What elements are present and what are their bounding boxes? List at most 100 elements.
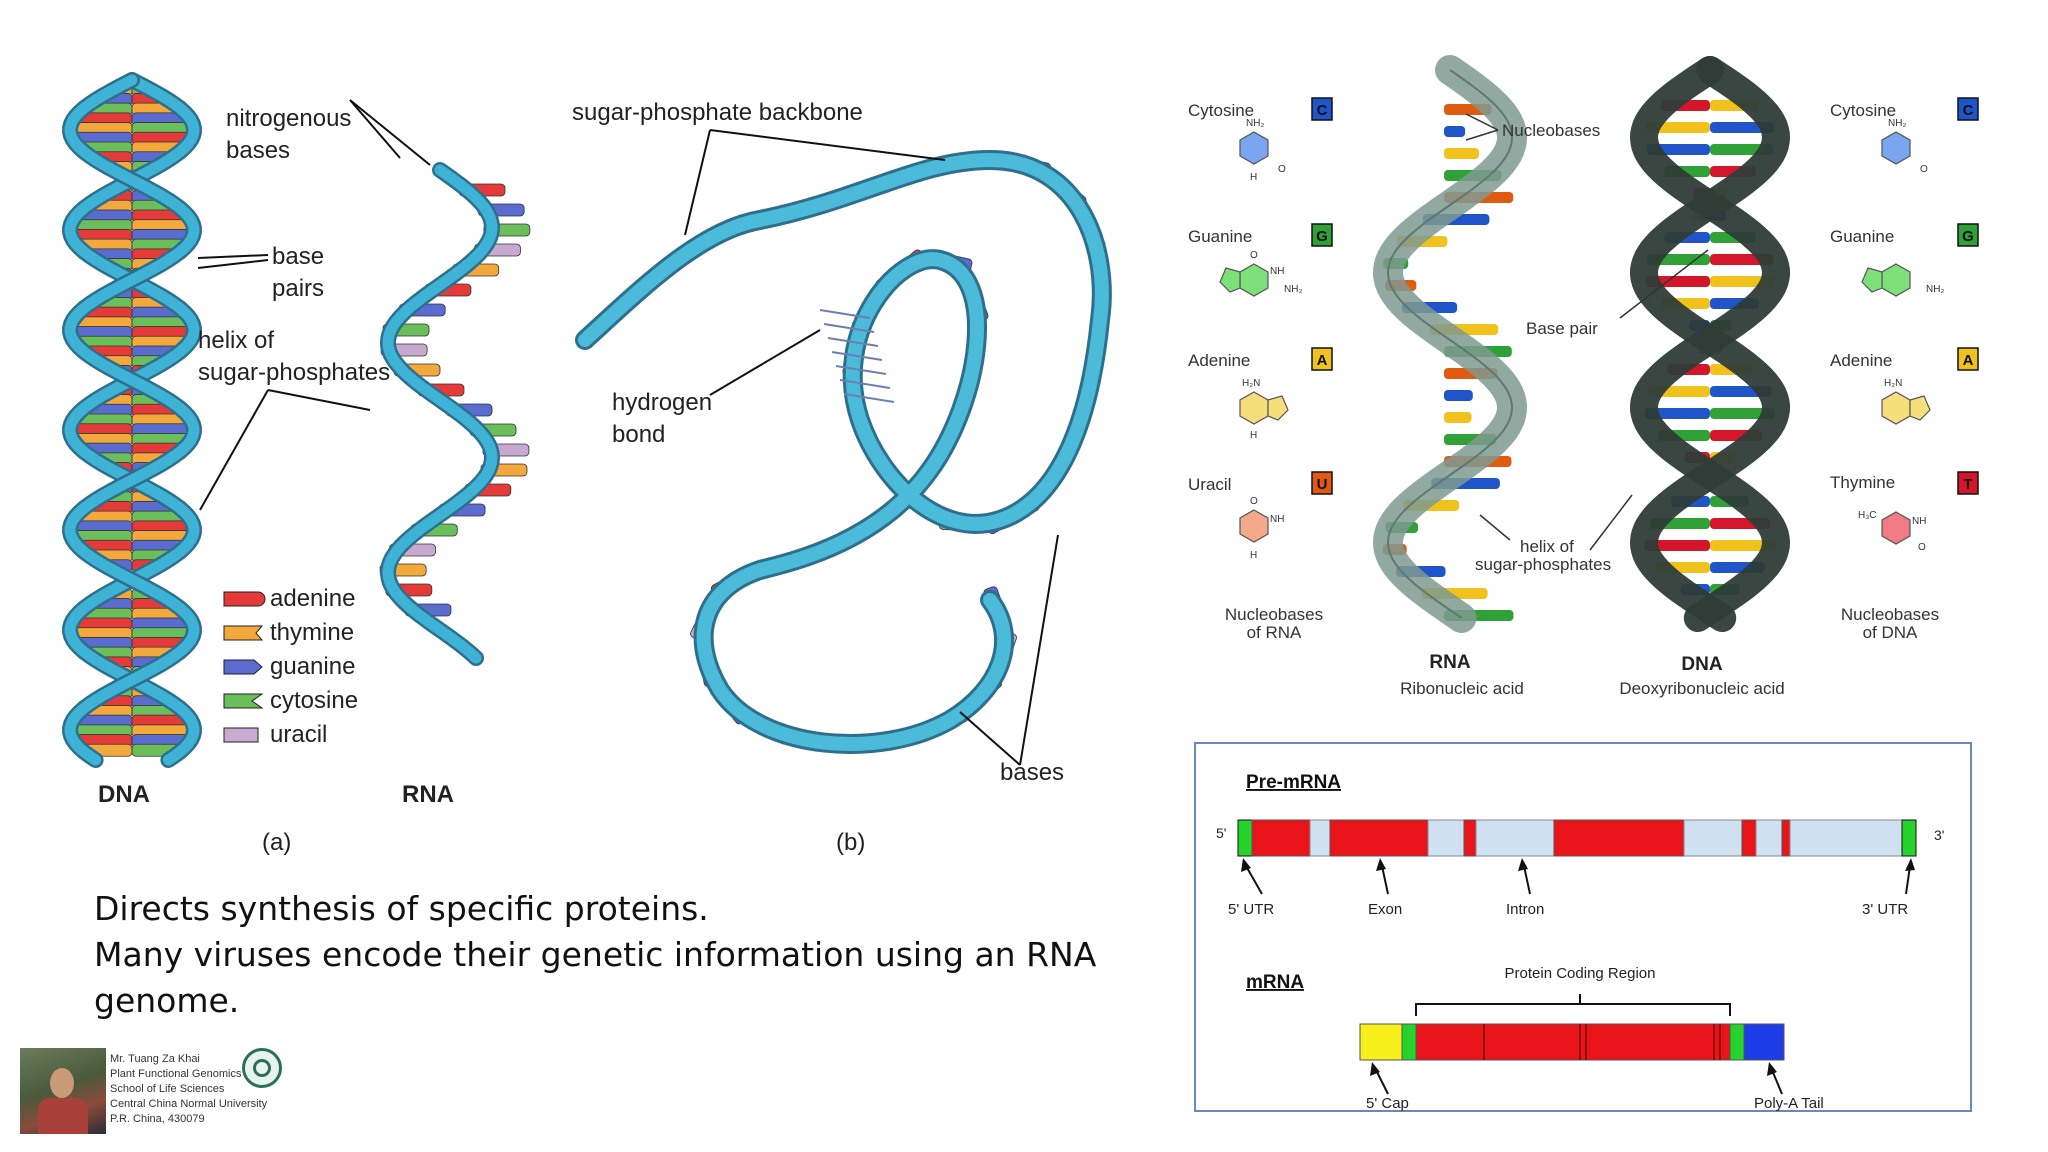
- legend-label-thymine: thymine: [270, 619, 354, 646]
- label-poly-a-tail: Poly-A Tail: [1754, 1095, 1824, 1112]
- chem-o: O: [1920, 164, 1928, 175]
- coding-region-bracket: [1415, 994, 1731, 1016]
- legend-swatch-adenine: [223, 591, 266, 607]
- dna-ribbon-base: [1710, 408, 1776, 419]
- rna-nucleobases-column: Cytosine C NH₂ O H Guanine G O NH NH₂ A: [1188, 97, 1333, 642]
- adenine-structure-icon: H₂N: [1881, 378, 1931, 425]
- callout-nucleobases: Nucleobases: [1502, 121, 1600, 140]
- rna-base-adenine: Adenine A H₂N H: [1188, 347, 1333, 441]
- hydrogen-bond-line: [819, 309, 871, 319]
- dna-backbone-strand: [64, 74, 200, 766]
- legend-swatch-uracil: [223, 727, 259, 743]
- rna-ribbon-base: [1444, 148, 1479, 159]
- intron-segment: [1755, 819, 1783, 857]
- dna-ribbon-helix: [1629, 56, 1791, 632]
- base-letter: C: [1963, 102, 1974, 119]
- rna-single-strand: [379, 162, 531, 666]
- body-line-3: genome.: [94, 981, 240, 1020]
- label-hydrogen-bond-1: hydrogen: [612, 389, 712, 416]
- dna-ribbon-base: [1644, 540, 1710, 551]
- chem-h: H: [1250, 172, 1257, 183]
- dna-base-guanine: Guanine G NH₂: [1830, 223, 1979, 297]
- base-name: Guanine: [1188, 227, 1252, 246]
- dna-subtitle: Deoxyribonucleic acid: [1619, 679, 1784, 698]
- presenter-line: Plant Functional Genomics: [110, 1068, 242, 1080]
- mrna-bar: [1359, 1023, 1785, 1061]
- cytosine-structure-icon: NH₂ O H: [1239, 118, 1286, 183]
- label-hydrogen-bond-2: bond: [612, 421, 665, 448]
- chem-nh2: NH₂: [1888, 118, 1906, 129]
- university-seal-icon: [242, 1048, 282, 1088]
- chem-h: H: [1250, 430, 1257, 441]
- base-letter: A: [1963, 352, 1974, 369]
- label-sugar-phosphate-backbone: sugar-phosphate backbone: [572, 99, 863, 126]
- dna-ribbon-base: [1710, 540, 1776, 551]
- label-nitrogenous-bases-2: bases: [226, 137, 290, 164]
- hydrogen-bond-line: [827, 337, 879, 347]
- hydrogen-bond-line: [835, 365, 887, 375]
- presenter-line: School of Life Sciences: [110, 1083, 225, 1095]
- chem-nh: NH: [1270, 266, 1284, 277]
- pre-three-prime: 3': [1934, 827, 1944, 843]
- dna-ribbon-backbone: [1629, 56, 1791, 632]
- legend-thymine: thymine: [223, 619, 354, 646]
- base-letter: T: [1963, 476, 1972, 493]
- base-name: Cytosine: [1830, 101, 1896, 120]
- adenine-structure-icon: H₂N H: [1239, 378, 1289, 441]
- dna-ribbon-base: [1644, 408, 1710, 419]
- chem-o: O: [1250, 496, 1258, 507]
- chem-h2n: H₂N: [1884, 378, 1902, 389]
- rna-title: RNA: [1429, 652, 1470, 673]
- dna-base-thymine: Thymine T H₃C NH O: [1830, 471, 1979, 553]
- coding-segment: [1415, 1023, 1731, 1061]
- intron-segment: [1427, 819, 1465, 857]
- dna-base-adenine: Adenine A H₂N: [1830, 347, 1979, 425]
- base-letter: C: [1317, 102, 1328, 119]
- mrna-arrows: [1370, 1062, 1783, 1095]
- hydrogen-bond-line: [839, 379, 891, 389]
- exon-segment: [1741, 819, 1757, 857]
- chem-o: O: [1250, 250, 1258, 261]
- presenter-info: Mr. Tuang Za Khai Plant Functional Genom…: [110, 1052, 267, 1127]
- nucleobases-dna-caption-1: Nucleobases: [1841, 605, 1939, 624]
- chem-o: O: [1278, 164, 1286, 175]
- callout-helix-1: helix of: [1520, 537, 1574, 556]
- label-nitrogenous-bases-1: nitrogenous: [226, 105, 351, 132]
- uracil-structure-icon: O NH H: [1239, 496, 1284, 561]
- rna-ribbon-base: [1444, 390, 1473, 401]
- rna-base-guanine: Guanine G O NH NH₂: [1188, 223, 1333, 297]
- base-name: Cytosine: [1188, 101, 1254, 120]
- body-line-1: Directs synthesis of specific proteins.: [94, 889, 709, 928]
- body-line-2: Many viruses encode their genetic inform…: [94, 935, 1097, 974]
- label-panel-b: (b): [836, 829, 865, 856]
- rna-base-uracil: Uracil U O NH H: [1188, 471, 1333, 561]
- base-letter: U: [1317, 476, 1328, 493]
- base-letter: G: [1962, 228, 1974, 245]
- presenter-line: P.R. China, 430079: [110, 1113, 205, 1125]
- dna-nucleobases-column: Cytosine C NH₂ O Guanine G NH₂ Adenine A: [1830, 97, 1979, 642]
- nucleobases-rna-dna-figure: Nucleobases Base pair helix of sugar-pho…: [1188, 55, 1979, 698]
- dna-double-helix: [62, 72, 202, 768]
- chem-nh: NH: [1270, 514, 1284, 525]
- utr-5-segment: [1401, 1023, 1417, 1061]
- chem-h: H: [1250, 550, 1257, 561]
- presenter-photo: [20, 1048, 106, 1134]
- nucleobases-rna-caption-2: of RNA: [1247, 623, 1302, 642]
- pre-mrna-bar: [1237, 819, 1917, 857]
- chem-nh: NH: [1912, 516, 1926, 527]
- legend-adenine: adenine: [223, 585, 355, 612]
- nucleobases-rna-caption-1: Nucleobases: [1225, 605, 1323, 624]
- legend-swatch-guanine: [223, 659, 263, 675]
- utr-3-segment: [1901, 819, 1917, 857]
- poly-a-tail-segment: [1743, 1023, 1785, 1061]
- label-panel-a: (a): [262, 829, 291, 856]
- chem-nh2: NH₂: [1284, 284, 1302, 295]
- chem-h2n: H₂N: [1242, 378, 1260, 389]
- hydrogen-bond-line: [843, 393, 895, 403]
- exon-segment: [1251, 819, 1311, 857]
- label-bases: bases: [1000, 759, 1064, 786]
- pre-mrna-title: Pre-mRNA: [1246, 772, 1341, 793]
- legend-swatch-thymine: [223, 625, 264, 641]
